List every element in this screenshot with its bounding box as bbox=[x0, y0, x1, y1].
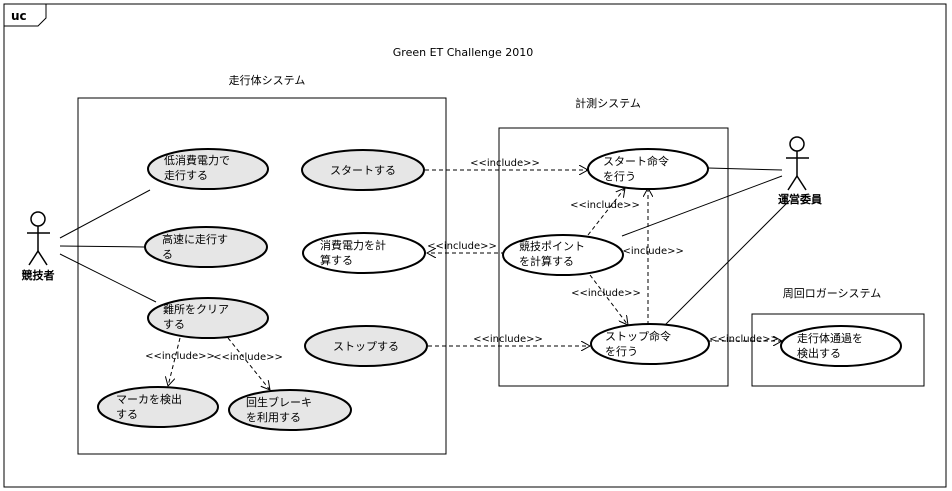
diagram-frame: uc Green ET Challenge 2010 bbox=[3, 3, 947, 488]
actor-staff-label: 運営委員 bbox=[778, 192, 822, 206]
frame-tag: uc bbox=[11, 9, 27, 23]
assoc-competitor-clear bbox=[59, 253, 157, 303]
assoc-staff-start-cmd bbox=[707, 167, 783, 171]
usecase-calc-power-line1: 消費電力を計 bbox=[320, 238, 386, 252]
usecase-start-cmd: スタート命令 を行う bbox=[587, 148, 709, 190]
usecase-low-power-line2: 走行する bbox=[164, 169, 208, 182]
include-detect-marker-label: <<include>> bbox=[145, 351, 215, 362]
usecase-calc-points-line1: 競技ポイント bbox=[519, 239, 585, 253]
system-lap: 周回ロガーシステム bbox=[751, 287, 925, 387]
assoc-staff-stop-cmd bbox=[664, 199, 791, 326]
usecase-stop-cmd-line2: を行う bbox=[605, 345, 638, 358]
usecase-start: スタートする bbox=[301, 149, 425, 191]
include-regen-brake bbox=[227, 337, 270, 390]
usecase-stop-cmd: ストップ命令 を行う bbox=[590, 323, 710, 365]
usecase-detect-marker-line2: する bbox=[116, 408, 138, 421]
usecase-clear-obstacle-line2: する bbox=[163, 318, 185, 331]
assoc-competitor-high-speed bbox=[59, 245, 145, 248]
usecase-high-speed-line1: 高速に走行す bbox=[162, 232, 228, 246]
system-runner-label: 走行体システム bbox=[229, 73, 306, 87]
include-points-stop-cmd bbox=[589, 274, 628, 325]
usecase-stop-cmd-line1: ストップ命令 bbox=[605, 329, 671, 343]
actor-staff: 運営委員 bbox=[778, 136, 822, 206]
usecase-low-power: 低消費電力で 走行する bbox=[147, 148, 269, 190]
usecase-calc-power-line2: 算する bbox=[320, 253, 353, 267]
include-regen-brake-label: <<include>> bbox=[213, 352, 283, 363]
include-points-stop-cmd-label: <<include>> bbox=[571, 288, 641, 299]
usecase-detect-pass-line2: 検出する bbox=[797, 346, 841, 360]
usecase-calc-power: 消費電力を計 算する bbox=[302, 232, 426, 274]
usecase-detect-marker: マーカを検出 する bbox=[97, 386, 219, 428]
system-runner: 走行体システム bbox=[77, 73, 447, 455]
usecase-stop-label: ストップする bbox=[333, 340, 399, 353]
usecase-clear-obstacle-line1: 難所をクリア bbox=[163, 303, 229, 316]
usecase-regen-brake: 回生ブレーキ を利用する bbox=[228, 389, 352, 431]
usecase-regen-brake-line2: を利用する bbox=[246, 411, 301, 424]
assoc-competitor-low-power bbox=[59, 189, 151, 239]
actor-competitor-label: 競技者 bbox=[22, 268, 55, 282]
include-detect-marker bbox=[168, 337, 181, 386]
actor-competitor: 競技者 bbox=[22, 211, 55, 282]
usecase-calc-points: 競技ポイント を計算する bbox=[502, 234, 624, 276]
include-dependencies: <<include>> <<include>> <<include>> <<in… bbox=[145, 158, 782, 390]
usecase-calc-points-line2: を計算する bbox=[519, 254, 574, 268]
stick-figure-icon bbox=[786, 136, 809, 191]
usecase-start-label: スタートする bbox=[330, 164, 396, 177]
system-lap-label: 周回ロガーシステム bbox=[783, 287, 881, 300]
usecase-stop: ストップする bbox=[304, 325, 428, 367]
usecase-start-cmd-line1: スタート命令 bbox=[603, 154, 669, 168]
include-stopcmd-startcmd-label: <<include>> bbox=[614, 246, 684, 257]
include-points-start-cmd bbox=[587, 188, 625, 236]
usecase-high-speed: 高速に走行す る bbox=[144, 226, 268, 268]
include-start-label: <<include>> bbox=[470, 158, 540, 169]
usecase-high-speed-line2: る bbox=[162, 248, 173, 261]
include-stop-label: <<include>> bbox=[473, 334, 543, 345]
usecase-detect-pass: 走行体通過を 検出する bbox=[780, 325, 902, 367]
system-measure: 計測システム bbox=[498, 96, 729, 387]
usecase-regen-brake-line1: 回生ブレーキ bbox=[246, 395, 312, 409]
usecase-start-cmd-line2: を行う bbox=[603, 170, 636, 183]
diagram-title: Green ET Challenge 2010 bbox=[393, 46, 533, 59]
include-points-start-cmd-label: <<include>> bbox=[570, 200, 640, 211]
usecase-low-power-line1: 低消費電力で bbox=[164, 153, 230, 167]
include-detect-pass-label: <<include>> bbox=[709, 334, 779, 345]
usecase-clear-obstacle: 難所をクリア する bbox=[147, 297, 269, 339]
system-measure-label: 計測システム bbox=[575, 96, 641, 110]
assoc-staff-calc-points bbox=[621, 175, 783, 237]
usecase-detect-pass-line1: 走行体通過を bbox=[797, 331, 863, 345]
associations bbox=[59, 167, 791, 326]
include-calc-power-label: <<include>> bbox=[427, 241, 497, 252]
usecase-detect-marker-line1: マーカを検出 bbox=[116, 392, 182, 406]
stick-figure-icon bbox=[27, 211, 50, 266]
